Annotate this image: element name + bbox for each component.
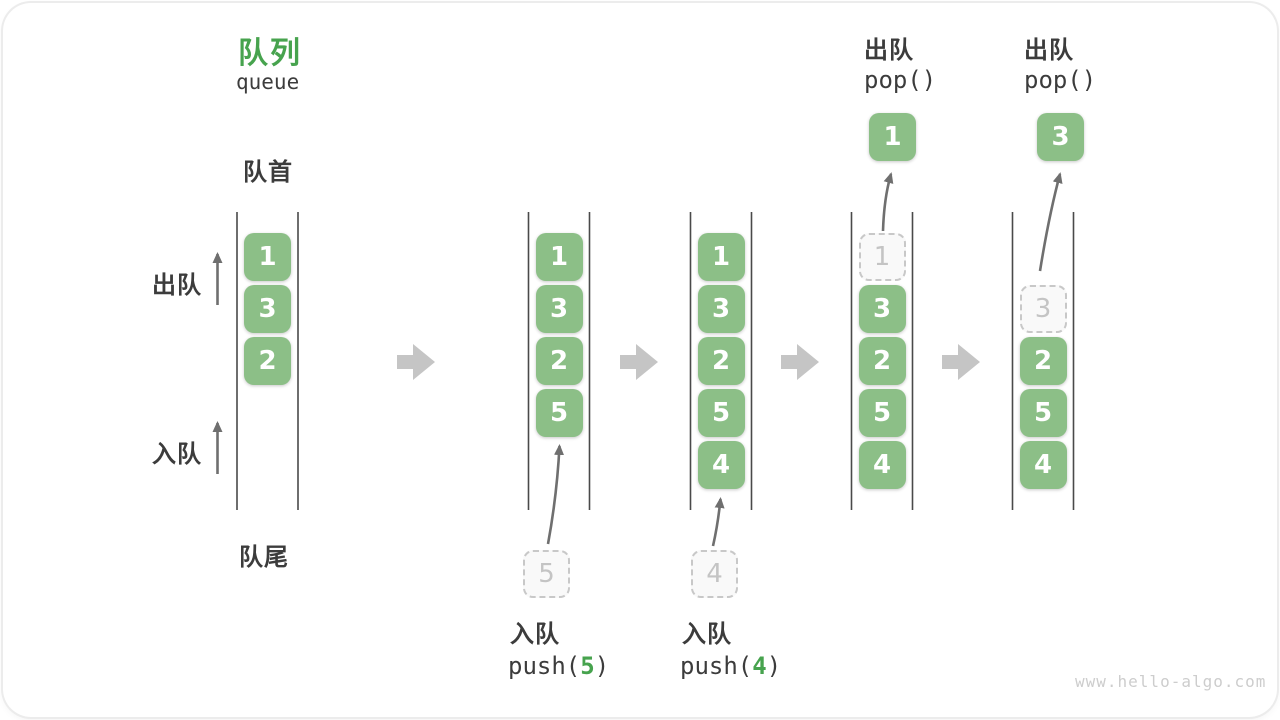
push-4-arrow — [711, 497, 725, 547]
pop-op-1-label: 出队 — [864, 37, 914, 64]
queue-cell-element: 5 — [697, 389, 745, 437]
queue-cell-element: 2 — [858, 337, 906, 385]
staged-push-element: 5 — [523, 550, 570, 598]
label-queue-rear: 队尾 — [239, 544, 289, 571]
state-transition-arrow-icon — [781, 344, 819, 380]
queue-cell-element: 5 — [535, 389, 583, 437]
queue-cell-element: 2 — [1019, 337, 1067, 385]
queue-cell-element: 2 — [244, 337, 291, 385]
pop-1-arrow — [881, 172, 894, 232]
push-op-2-arg: 4 — [752, 652, 767, 680]
popped-element: 3 — [1037, 113, 1084, 161]
queue-cell-element: 4 — [697, 441, 745, 489]
queue-cell-element: 2 — [697, 337, 745, 385]
queue-cell-element: 3 — [697, 285, 745, 333]
queue-cell-removed: 3 — [1019, 285, 1067, 333]
push-op-1-label: 入队 — [510, 621, 560, 648]
push-op-2-code: push(4) — [680, 652, 781, 680]
push-op-2-code-suffix: ) — [766, 652, 782, 680]
label-queue-front: 队首 — [243, 159, 293, 186]
queue-cell-element: 5 — [858, 389, 906, 437]
watermark: www.hello-algo.com — [1075, 672, 1267, 691]
pop-op-1-code: pop() — [864, 66, 937, 94]
push-op-1-arg: 5 — [580, 652, 595, 680]
label-enqueue-side: 入队 — [152, 441, 202, 468]
pop-3-arrow — [1038, 172, 1063, 272]
queue-cell-element: 2 — [535, 337, 583, 385]
push-5-arrow — [546, 444, 565, 545]
state-transition-arrow-icon — [620, 344, 658, 380]
push-op-1-code-prefix: push( — [508, 652, 581, 680]
label-dequeue-side: 出队 — [152, 272, 202, 299]
queue-cell-element: 3 — [244, 285, 291, 333]
queue-cell-element: 1 — [697, 233, 745, 281]
queue-cell-element: 3 — [535, 285, 583, 333]
queue-cell-element: 1 — [535, 233, 583, 281]
queue-cell-element: 4 — [1019, 441, 1067, 489]
push-op-1-code-suffix: ) — [594, 652, 610, 680]
queue-cell-removed: 1 — [858, 233, 906, 281]
pop-op-2-label: 出队 — [1024, 37, 1074, 64]
push-op-1-code: push(5) — [508, 652, 609, 680]
page-subtitle: queue — [236, 70, 300, 94]
staged-push-element: 4 — [691, 550, 738, 598]
queue-cell-element: 3 — [858, 285, 906, 333]
queue-cell-element: 5 — [1019, 389, 1067, 437]
push-op-2-code-prefix: push( — [680, 652, 753, 680]
page-title: 队列 — [238, 37, 302, 70]
state-transition-arrow-icon — [942, 344, 980, 380]
popped-element: 1 — [869, 113, 916, 161]
queue-cell-element: 1 — [244, 233, 291, 281]
queue-cell-element: 4 — [858, 441, 906, 489]
state-transition-arrow-icon — [397, 344, 435, 380]
pop-op-2-code: pop() — [1024, 66, 1097, 94]
push-op-2-label: 入队 — [682, 621, 732, 648]
